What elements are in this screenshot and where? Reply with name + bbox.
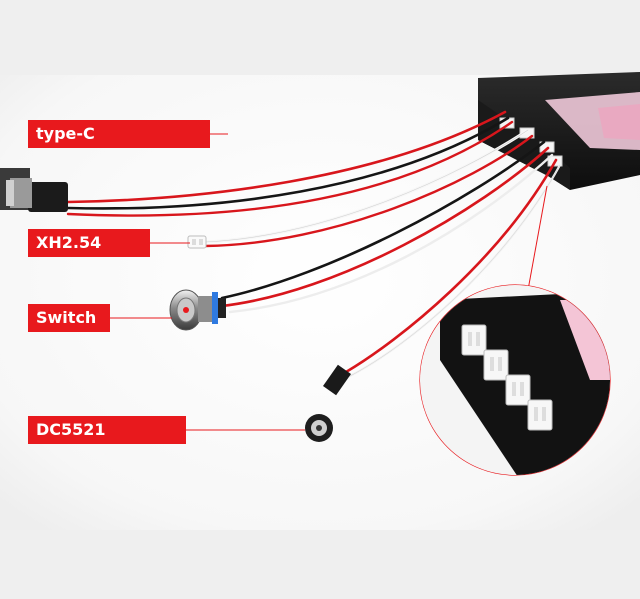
wire-typec-red [66,110,507,204]
wire-typec-black [66,116,510,210]
type-c-connector [0,168,68,212]
switch-label: Switch [28,304,110,332]
wire-switch-black [220,140,546,300]
cable-bundle [66,110,562,378]
switch-connector [169,289,226,331]
leader-lines [110,133,548,431]
xh254-connector [187,235,207,249]
xh254-label: XH2.54 [28,229,150,257]
type-c-label: type-C [28,120,210,148]
dc5521-connector [305,364,352,442]
dc5521-label: DC5521 [28,416,186,444]
zoom-detail-circle [419,284,611,476]
wire-dc-red [344,158,558,374]
